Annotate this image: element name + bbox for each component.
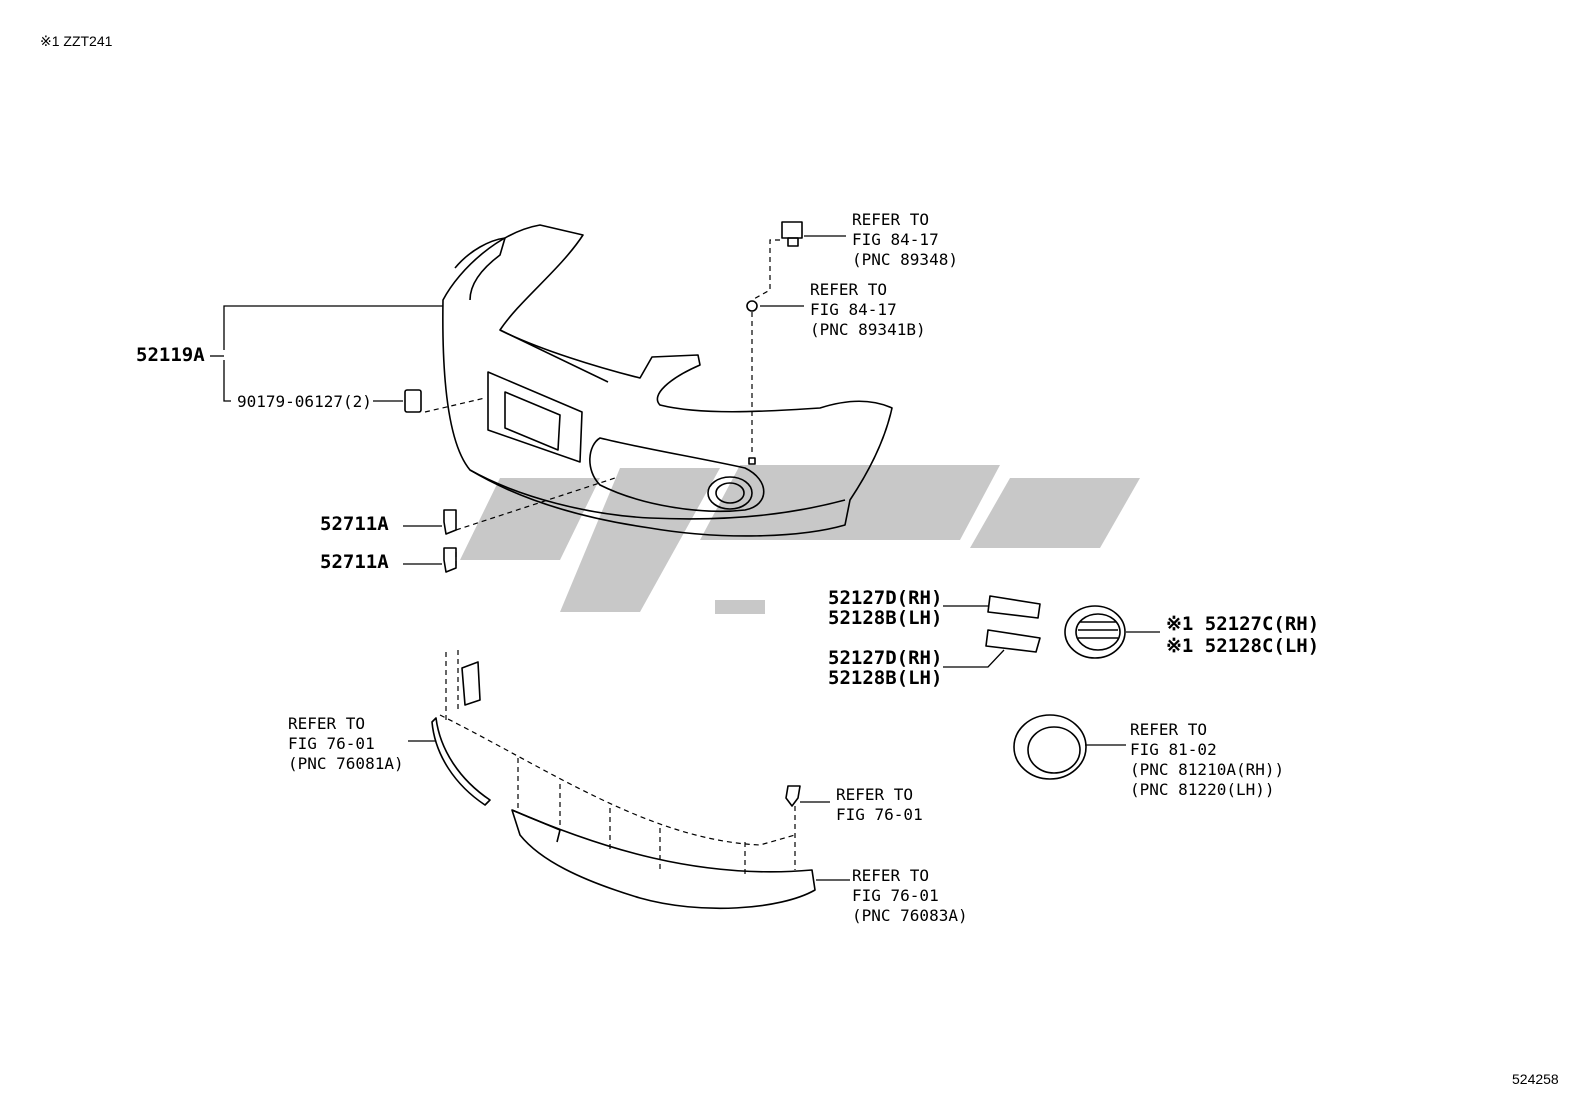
clip-icon [404,389,422,413]
diagram-number: 524258 [1512,1071,1559,1087]
ref-bracket-line2: FIG 76-01 [288,734,375,753]
ref-fog-line3: (PNC 81210A(RH)) [1130,760,1285,779]
ref-clip-line1: REFER TO [836,785,914,804]
fog-grille-icon [1064,605,1126,659]
ref-spoiler-line2: FIG 76-01 [852,886,939,905]
retainer-lower-icon [443,547,457,573]
ref-spoiler-line3: (PNC 76083A) [852,906,968,925]
ref-sensor-top-line1: REFER TO [852,210,930,229]
ref-clip-line2: FIG 76-01 [836,805,923,824]
header-note: ※1 ZZT241 [40,33,113,49]
ref-sensor-mid-line2: FIG 84-17 [810,300,897,319]
ref-sensor-top-line2: FIG 84-17 [852,230,939,249]
side-bracket [431,661,491,806]
ref-bracket-line1: REFER TO [288,714,366,733]
callout-cover-lower-rh[interactable]: 52127D(RH) [828,647,943,669]
ref-bracket-line3: (PNC 76081A) [288,754,404,773]
cover-upper-icon [987,595,1041,619]
ref-sensor-mid-line3: (PNC 89341B) [810,320,926,339]
fog-lamp-hole [707,476,753,510]
lower-spoiler [511,809,816,910]
callout-cover-upper-rh[interactable]: 52127D(RH) [828,587,943,609]
callout-cover-upper-lh[interactable]: 52128B(LH) [828,607,943,629]
ref-sensor-mid-line1: REFER TO [810,280,888,299]
bumper-cover [442,224,893,537]
ref-fog-line1: REFER TO [1130,720,1208,739]
fog-lamp-icon [1013,714,1087,780]
sensor-bracket-icon [781,221,803,247]
ref-fog-line2: FIG 81-02 [1130,740,1217,759]
callout-clip[interactable]: 90179-06127(2) [237,392,372,411]
callout-retainer-lower[interactable]: 52711A [320,551,389,573]
ref-sensor-top-line3: (PNC 89348) [852,250,958,269]
callout-grille-lh[interactable]: ※1 52128C(LH) [1166,635,1320,657]
sensor-icon [746,300,758,312]
push-clip-icon [785,785,801,807]
watermark-logo [460,465,1140,614]
callout-retainer-upper[interactable]: 52711A [320,513,389,535]
ref-fog-line4: (PNC 81220(LH)) [1130,780,1275,799]
ref-spoiler-line1: REFER TO [852,866,930,885]
callout-grille-rh[interactable]: ※1 52127C(RH) [1166,613,1320,635]
retainer-upper-icon [443,509,457,535]
cover-lower-icon [985,629,1041,653]
callout-bumper-cover[interactable]: 52119A [136,344,205,366]
callout-cover-lower-lh[interactable]: 52128B(LH) [828,667,943,689]
